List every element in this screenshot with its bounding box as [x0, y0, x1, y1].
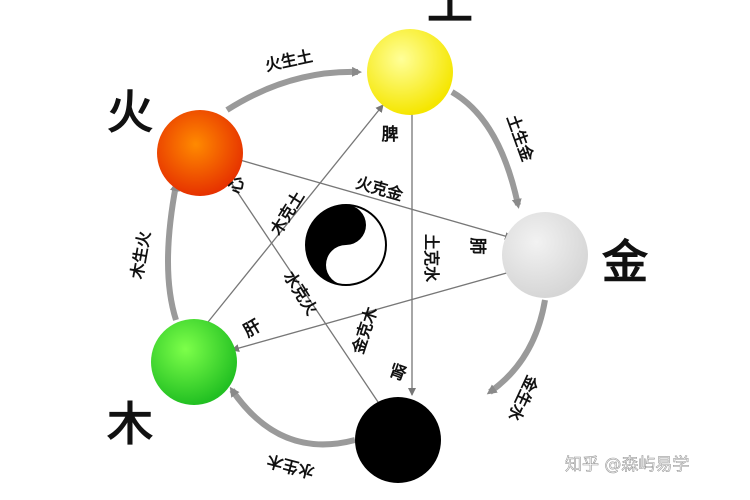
wood-label: 木: [107, 397, 153, 451]
gen-label-earth-metal: 土生金: [503, 112, 538, 165]
organ-heart: 心: [226, 175, 249, 195]
ctrl-label-metal-wood: 金克木: [348, 304, 382, 357]
fire-circle: [157, 110, 243, 196]
organ-kidney: 肾: [386, 361, 409, 386]
ctrl-label-wood-earth: 木克土: [266, 188, 308, 240]
organ-lung: 肺: [467, 238, 487, 255]
wood-circle: [151, 319, 237, 405]
gen-arc-water-wood: [229, 386, 356, 448]
gen-arc-wood-fire: [165, 181, 180, 321]
ctrl-label-earth-water: 土克水: [422, 234, 441, 283]
organ-spleen: 脾: [382, 124, 399, 145]
metal-label: 金: [601, 235, 649, 289]
water-circle: [355, 397, 441, 483]
gen-label-wood-fire: 木生火: [127, 229, 154, 282]
gen-arc-earth-metal: [450, 89, 522, 209]
ctrl-line-metal-wood: [231, 271, 511, 352]
gen-arc-metal-water: [486, 299, 548, 395]
ctrl-line-fire-metal: [239, 159, 513, 240]
organ-liver: 肝: [240, 316, 265, 342]
ctrl-line-wood-earth: [207, 104, 384, 323]
yin-yang-icon: [305, 204, 387, 286]
gen-label-fire-earth: 火生土: [263, 46, 314, 75]
gen-label-metal-water: 金生水: [504, 372, 542, 425]
watermark: 知乎 @森屿易学: [565, 455, 689, 475]
ctrl-label-water-fire: 水克火: [280, 268, 322, 320]
gen-label-water-wood: 水生木: [264, 451, 316, 482]
earth-label: 土: [427, 0, 473, 29]
metal-circle: [502, 212, 588, 298]
fire-label: 火: [107, 85, 153, 139]
earth-circle: [367, 29, 453, 115]
ctrl-line-water-fire: [225, 174, 379, 403]
gen-arc-fire-earth: [225, 66, 362, 113]
